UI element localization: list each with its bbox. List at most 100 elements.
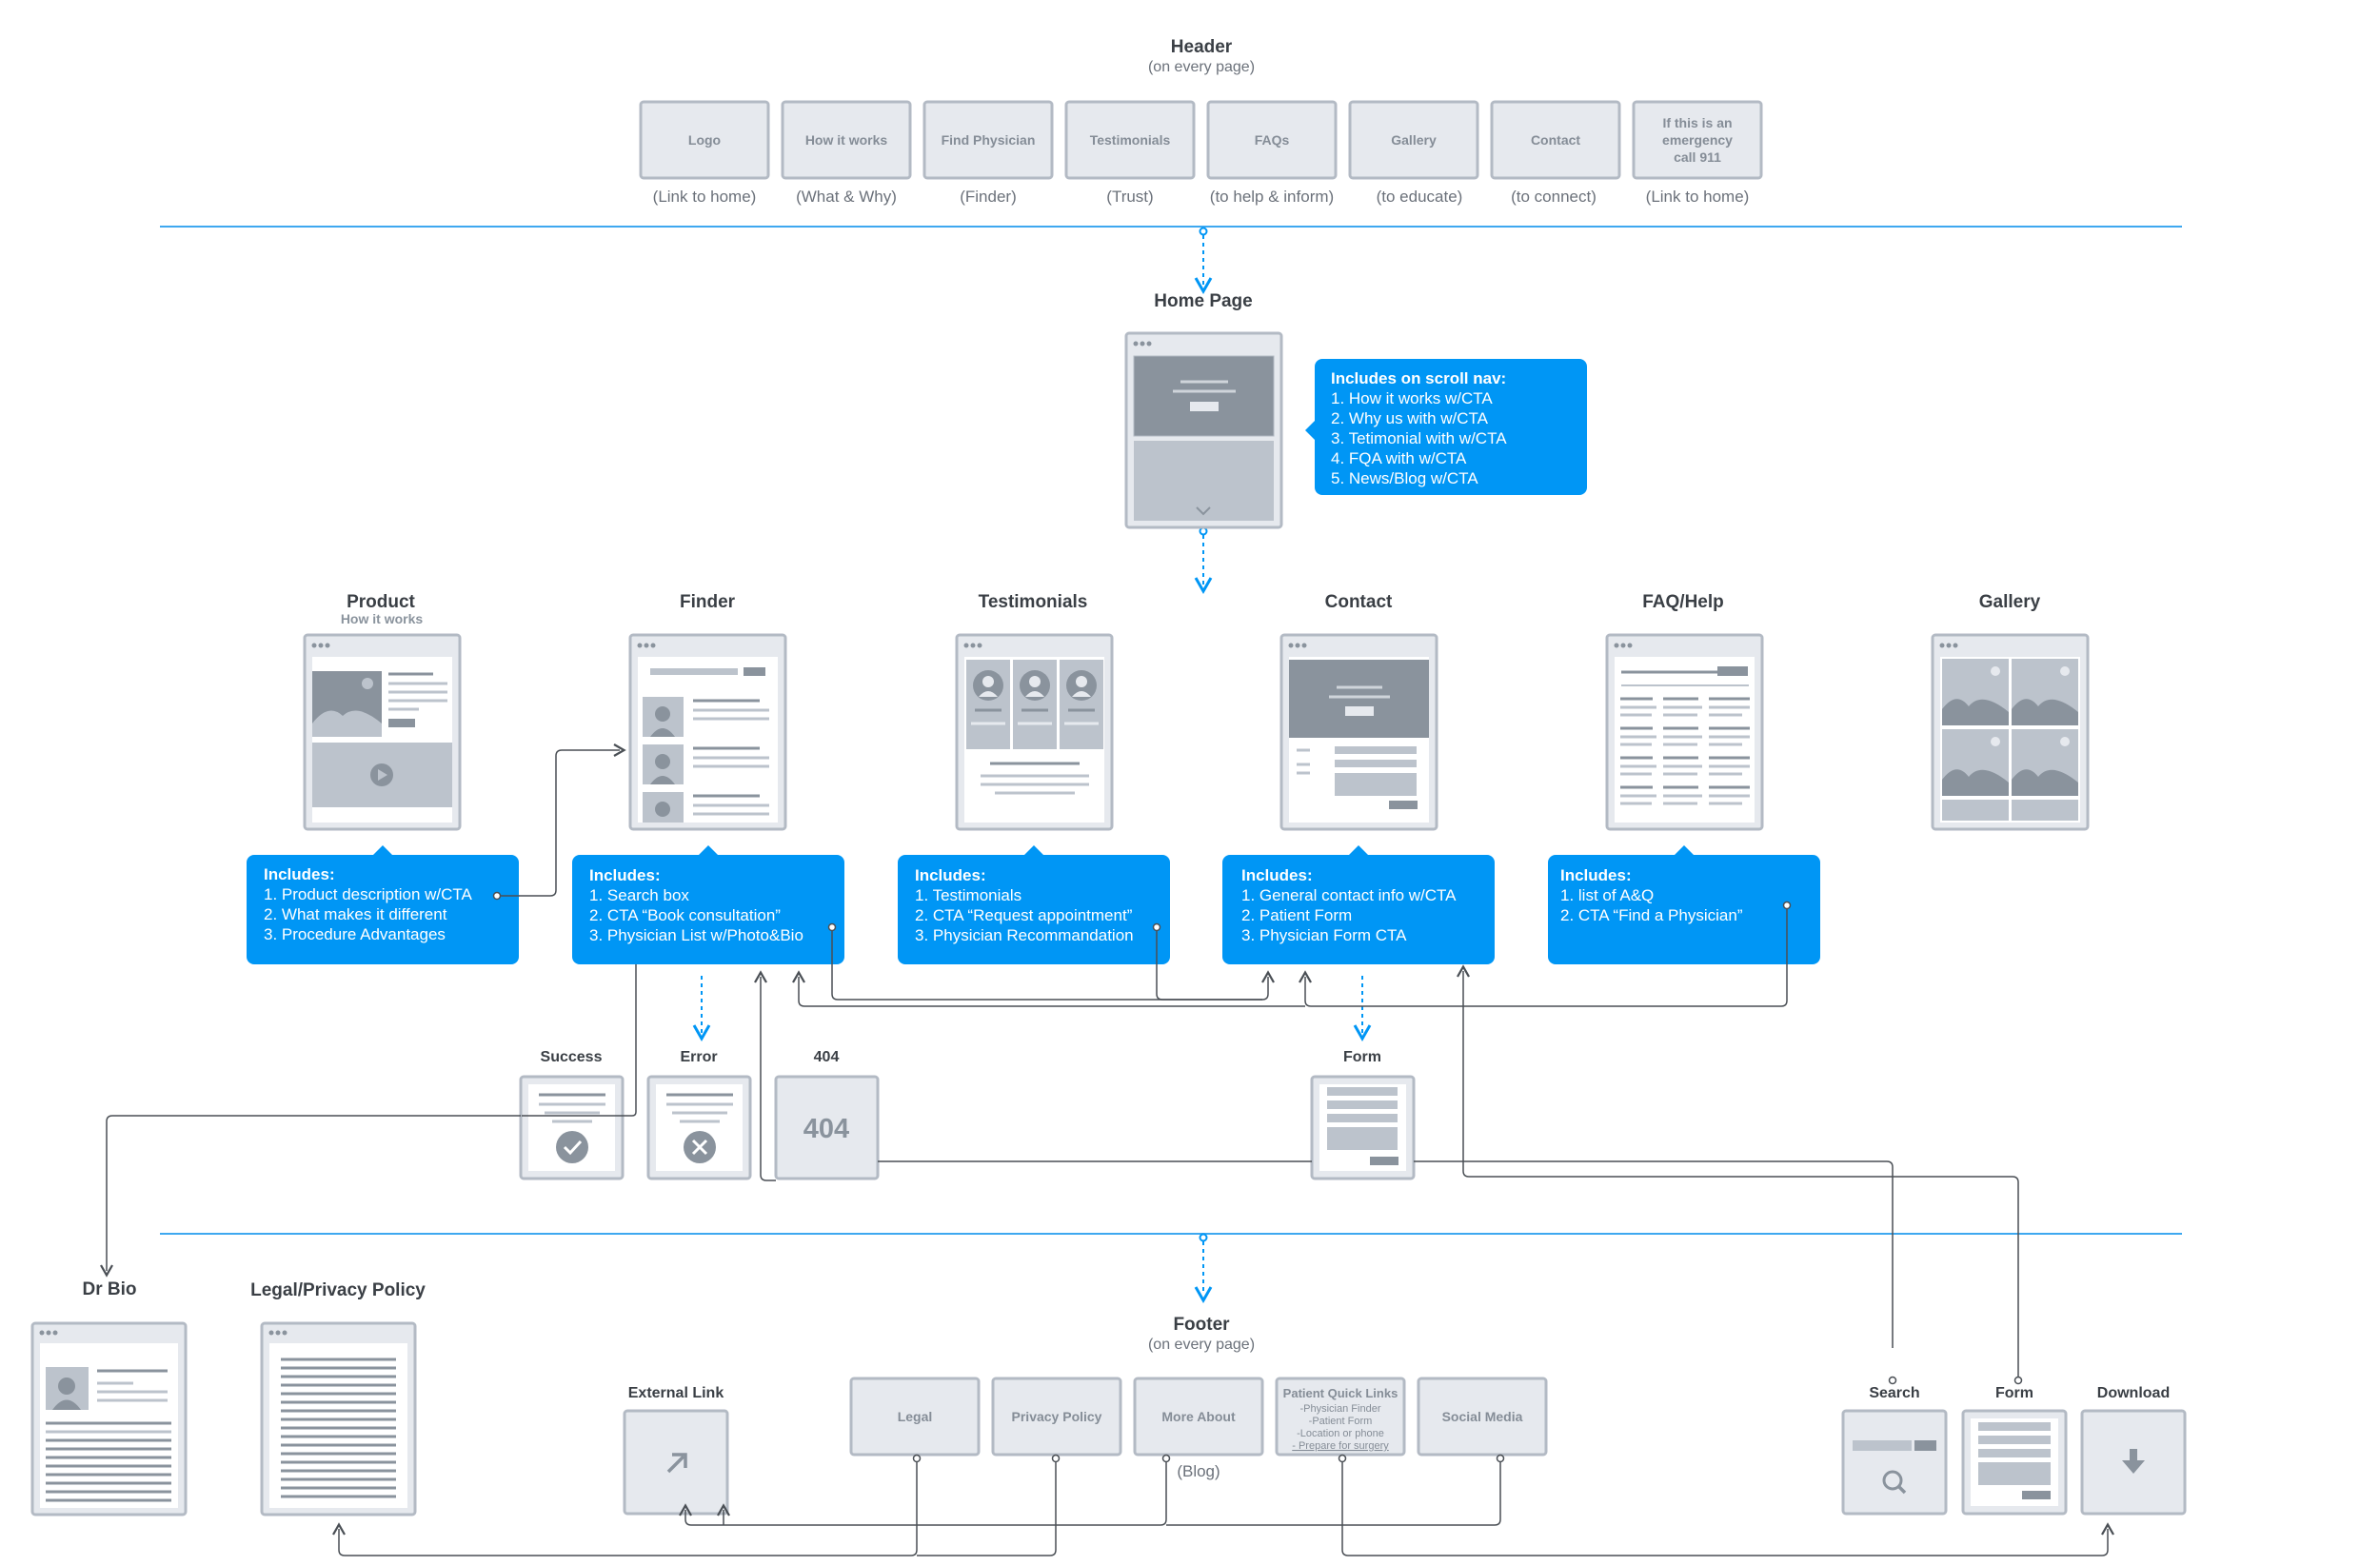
footer-item-privacy-policy[interactable]: Privacy Policy: [991, 1377, 1122, 1457]
search-icon: [1882, 1470, 1907, 1495]
notfound-code: 404: [803, 1114, 849, 1144]
product-wireframe[interactable]: [303, 633, 462, 831]
callout-item: 5. News/Blog w/CTA: [1331, 469, 1478, 487]
footer-item-subline: -Patient Form: [1309, 1416, 1373, 1427]
callout-item: 1. How it works w/CTA: [1331, 389, 1493, 407]
faq-rows: [1620, 697, 1750, 805]
callout-title: Includes:: [1241, 866, 1313, 884]
header-item-faqs[interactable]: FAQs: [1206, 100, 1338, 180]
header-item-note: (Link to home): [1646, 188, 1750, 206]
footer-item-social-media[interactable]: Social Media: [1417, 1377, 1548, 1457]
header-item-label: Gallery: [1391, 132, 1437, 148]
external-link-section: External Link: [623, 1385, 729, 1516]
footer-item-patient-quick-links[interactable]: Patient Quick Links -Physician Finder -P…: [1275, 1377, 1406, 1457]
error-wireframe[interactable]: [646, 1075, 752, 1180]
footer-section: Footer (on every page) Legal Privacy Pol…: [849, 1315, 1548, 1480]
bottom-form-box[interactable]: [1961, 1409, 2068, 1516]
dr-bio-title: Dr Bio: [83, 1279, 137, 1299]
faq-callout: Includes: 1. list of A&Q 2. CTA “Find a …: [1548, 845, 1820, 964]
callout-item: 2. CTA “Request appointment”: [915, 906, 1133, 924]
success-wireframe[interactable]: [519, 1075, 625, 1180]
footer-item-note: (Blog): [1177, 1462, 1220, 1480]
dr-bio-wireframe[interactable]: [30, 1321, 188, 1516]
page-testimonials: Testimonials: [955, 592, 1114, 831]
footer-item-legal[interactable]: Legal: [849, 1377, 981, 1457]
callout-item: 3. Procedure Advantages: [264, 925, 446, 943]
footer-item-label: Patient Quick Links: [1283, 1386, 1398, 1400]
footer-item-subline: -Physician Finder: [1300, 1403, 1381, 1415]
finder-wireframe[interactable]: [628, 633, 787, 831]
bottom-form-section: Form: [1961, 1385, 2068, 1516]
header-subtitle: (on every page): [1148, 59, 1255, 75]
header-section: Header (on every page) Logo (Link to hom…: [639, 37, 1763, 206]
header-item-logo[interactable]: Logo: [639, 100, 770, 180]
header-item-label: Logo: [688, 132, 721, 148]
footer-item-more-about[interactable]: More About: [1133, 1377, 1264, 1457]
state-form: Form: [1310, 1049, 1416, 1180]
flow-connectors: [100, 743, 2114, 1556]
home-page-callout: Includes on scroll nav: 1. How it works …: [1305, 359, 1587, 495]
header-item-contact[interactable]: Contact: [1490, 100, 1621, 180]
footer-item-subline: -Location or phone: [1297, 1428, 1384, 1439]
arrow-up-right-icon: [666, 1453, 687, 1474]
header-item-how-it-works[interactable]: How it works: [781, 100, 912, 180]
state-error: Error: [646, 1049, 752, 1180]
footer-item-label: Legal: [898, 1409, 933, 1424]
callout-item: 1. Product description w/CTA: [264, 885, 473, 903]
legal-privacy-section: Legal/Privacy Policy: [250, 1280, 426, 1516]
search-box[interactable]: [1841, 1409, 1948, 1516]
product-callout: Includes: 1. Product description w/CTA 2…: [247, 845, 519, 964]
testimonials-callout: Includes: 1. Testimonials 2. CTA “Reques…: [898, 845, 1170, 964]
finder-callout: Includes: 1. Search box 2. CTA “Book con…: [572, 845, 844, 964]
gallery-wireframe[interactable]: [1931, 633, 2090, 831]
contact-wireframe[interactable]: [1279, 633, 1438, 831]
home-page-section: Home Page: [1124, 291, 1283, 529]
download-section: Download: [2080, 1385, 2187, 1516]
download-title: Download: [2097, 1385, 2170, 1401]
faq-wireframe[interactable]: [1605, 633, 1764, 831]
contact-callout: Includes: 1. General contact info w/CTA …: [1222, 845, 1495, 964]
footer-item-subline: - Prepare for surgery: [1292, 1440, 1389, 1452]
home-page-wireframe[interactable]: [1124, 331, 1283, 529]
state-title: Success: [541, 1049, 603, 1065]
download-arrow-icon: [2122, 1449, 2145, 1474]
page-product: Product How it works: [303, 592, 462, 831]
header-item-label: Testimonials: [1090, 132, 1171, 148]
page-title: FAQ/Help: [1642, 592, 1724, 612]
header-item-note: (What & Why): [796, 188, 897, 206]
callout-title: Includes on scroll nav:: [1331, 369, 1506, 387]
header-item-gallery[interactable]: Gallery: [1348, 100, 1479, 180]
dr-bio-section: Dr Bio: [30, 1279, 188, 1516]
footer-item-label: More About: [1161, 1409, 1236, 1424]
header-item-testimonials[interactable]: Testimonials: [1064, 100, 1196, 180]
callout-item: 3. Physician Form CTA: [1241, 926, 1407, 944]
page-title: Product: [347, 592, 415, 612]
header-item-note: (to connect): [1511, 188, 1597, 206]
callout-item: 3. Tetimonial with w/CTA: [1331, 429, 1507, 447]
footer-title: Footer: [1173, 1315, 1230, 1335]
callout-item: 4. FQA with w/CTA: [1331, 449, 1467, 467]
header-item-label: FAQs: [1255, 132, 1290, 148]
header-item-label: How it works: [805, 132, 888, 148]
header-item-emergency[interactable]: If this is an emergency call 911: [1632, 100, 1763, 180]
state-title: Error: [680, 1049, 717, 1065]
page-title: Testimonials: [979, 592, 1088, 612]
testimonials-wireframe[interactable]: [955, 633, 1114, 831]
form-wireframe[interactable]: [1310, 1075, 1416, 1180]
callout-title: Includes:: [589, 866, 661, 884]
download-box[interactable]: [2080, 1409, 2187, 1516]
header-item-find-physician[interactable]: Find Physician: [922, 100, 1054, 180]
legal-privacy-wireframe[interactable]: [260, 1321, 417, 1516]
callout-item: 2. What makes it different: [264, 905, 447, 923]
header-item-label: Find Physician: [942, 132, 1036, 148]
flow-connectors-blue: [692, 227, 1372, 1304]
search-section: Search: [1841, 1385, 1948, 1516]
notfound-wireframe[interactable]: 404: [774, 1075, 880, 1180]
header-item-note: (to help & inform): [1210, 188, 1334, 206]
state-title: Form: [1343, 1049, 1381, 1065]
footer-item-label: Privacy Policy: [1012, 1409, 1102, 1424]
legal-privacy-title: Legal/Privacy Policy: [250, 1280, 426, 1300]
header-item-note: (Link to home): [653, 188, 757, 206]
external-link-box[interactable]: [623, 1409, 729, 1516]
